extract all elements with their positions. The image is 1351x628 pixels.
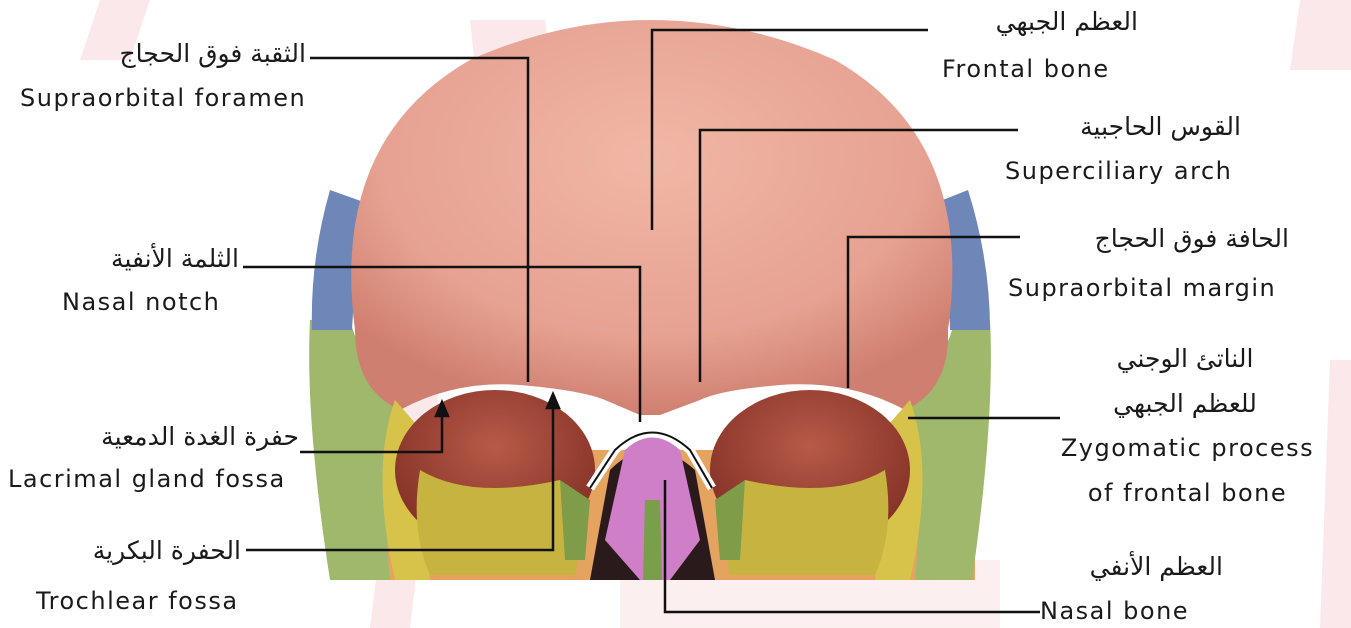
label-supraorbital-margin-en: Supraorbital margin	[1008, 275, 1276, 303]
arrow-trochlear	[547, 394, 559, 408]
nasal-septum	[643, 500, 662, 580]
label-supraorbital-margin-ar: الحافة فوق الحجاج	[1095, 225, 1289, 254]
label-lacrimal-fossa-ar: حفرة الغدة الدمعية	[101, 423, 299, 452]
label-zygomatic-process-ar-1: الناتئ الوجني	[1080, 345, 1290, 374]
label-zygomatic-process-en-1: Zygomatic process	[1040, 435, 1335, 463]
label-nasal-notch-en: Nasal notch	[62, 289, 220, 317]
label-supraorbital-foramen-en: Supraorbital foramen	[20, 85, 306, 113]
label-zygomatic-process-en-2: of frontal bone	[1040, 480, 1335, 508]
label-superciliary-arch-ar: القوس الحاجبية	[1080, 113, 1241, 142]
label-zygomatic-process-ar-2: للعظم الجبهي	[1080, 390, 1290, 419]
label-trochlear-fossa-ar: الحفرة البكرية	[93, 537, 241, 566]
label-superciliary-arch-en: Superciliary arch	[1005, 158, 1232, 186]
label-frontal-bone-en: Frontal bone	[942, 56, 1110, 84]
label-nasal-bone-en: Nasal bone	[1040, 598, 1189, 626]
label-frontal-bone-ar: العظم الجبهي	[996, 8, 1138, 37]
skull	[309, 20, 991, 580]
label-nasal-notch-ar: الثلمة الأنفية	[111, 245, 239, 274]
label-lacrimal-fossa-en: Lacrimal gland fossa	[8, 466, 286, 494]
label-nasal-bone-ar: العظم الأنفي	[1090, 553, 1223, 582]
label-supraorbital-foramen-ar: الثقبة فوق الحجاج	[120, 40, 306, 69]
label-trochlear-fossa-en: Trochlear fossa	[36, 588, 239, 616]
